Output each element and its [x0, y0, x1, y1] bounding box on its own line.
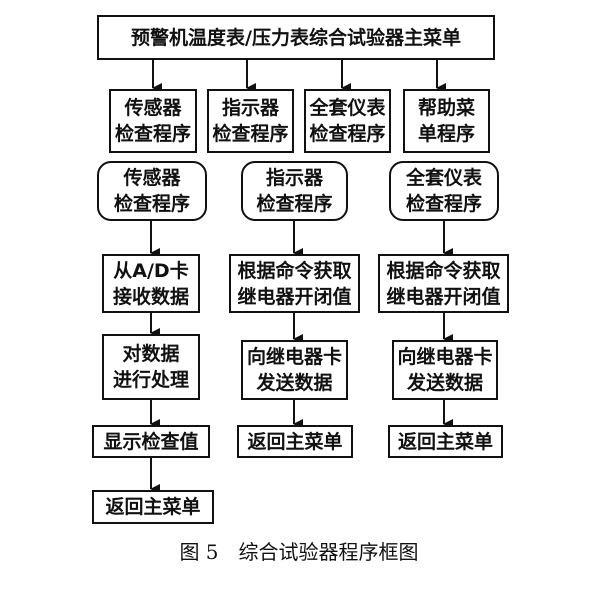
- indicator-step2-box: 向继电器卡 发送数据: [241, 340, 348, 400]
- top-indicator-box: 指示器 检查程序: [207, 89, 294, 153]
- full-header-line1: 全套仪表: [405, 167, 482, 189]
- indicator-header-box: 指示器 检查程序: [241, 161, 348, 221]
- full-step3-box: 返回主菜单: [388, 425, 503, 458]
- sensor-step3-label: 显示检查值: [103, 430, 199, 453]
- indicator-step2-line2: 发送数据: [256, 372, 333, 394]
- sensor-header-line2: 检查程序: [113, 193, 190, 215]
- full-step2-line2: 发送数据: [406, 372, 483, 394]
- full-header-box: 全套仪表 检查程序: [389, 161, 499, 221]
- main-menu-box: 预警机温度表/压力表综合试验器主菜单: [97, 15, 495, 60]
- sensor-step1-line1: 从A/D卡: [113, 259, 189, 282]
- top-full-box: 全套仪表 检查程序: [304, 89, 391, 153]
- top-help-line2: 单程序: [417, 123, 475, 145]
- sensor-step2-line1: 对数据: [122, 343, 180, 365]
- full-step3-label: 返回主菜单: [397, 430, 493, 453]
- top-full-line1: 全套仪表: [309, 97, 386, 119]
- full-step2-line1: 向继电器卡: [397, 346, 493, 368]
- top-indicator-line1: 指示器: [221, 97, 279, 119]
- sensor-step1-box: 从A/D卡 接收数据: [102, 254, 200, 313]
- top-sensor-box: 传感器 检查程序: [109, 89, 197, 153]
- top-full-line2: 检查程序: [309, 123, 386, 145]
- top-help-line1: 帮助菜: [417, 97, 475, 119]
- sensor-header-box: 传感器 检查程序: [97, 161, 207, 221]
- top-sensor-line2: 检查程序: [114, 123, 191, 145]
- full-step1-box: 根据命令获取 继电器开闭值: [378, 254, 509, 313]
- sensor-step4-label: 返回主菜单: [105, 496, 201, 518]
- figure-caption: 图 5 综合试验器程序框图: [179, 540, 419, 564]
- indicator-step1-box: 根据命令获取 继电器开闭值: [229, 254, 360, 313]
- sensor-step4-box: 返回主菜单: [92, 490, 214, 524]
- indicator-step1-line1: 根据命令获取: [237, 259, 352, 282]
- sensor-step3-box: 显示检查值: [92, 425, 210, 458]
- top-sensor-line1: 传感器: [124, 97, 182, 119]
- indicator-step3-label: 返回主菜单: [247, 430, 343, 453]
- full-step1-line1: 根据命令获取: [386, 259, 501, 282]
- full-header-line2: 检查程序: [405, 193, 482, 215]
- top-help-box: 帮助菜 单程序: [403, 89, 490, 153]
- indicator-step2-line1: 向继电器卡: [246, 346, 342, 368]
- sensor-step2-line2: 进行处理: [112, 369, 189, 391]
- main-menu-label: 预警机温度表/压力表综合试验器主菜单: [131, 26, 461, 49]
- full-step1-line2: 继电器开闭值: [386, 285, 501, 308]
- top-indicator-line2: 检查程序: [212, 123, 289, 145]
- sensor-step2-box: 对数据 进行处理: [102, 334, 200, 400]
- indicator-header-line1: 指示器: [265, 167, 323, 189]
- indicator-step1-line2: 继电器开闭值: [237, 285, 352, 308]
- sensor-header-line1: 传感器: [123, 167, 181, 189]
- indicator-header-line2: 检查程序: [256, 193, 333, 215]
- indicator-step3-box: 返回主菜单: [237, 425, 353, 458]
- sensor-step1-line2: 接收数据: [112, 285, 189, 308]
- full-step2-box: 向继电器卡 发送数据: [392, 340, 498, 400]
